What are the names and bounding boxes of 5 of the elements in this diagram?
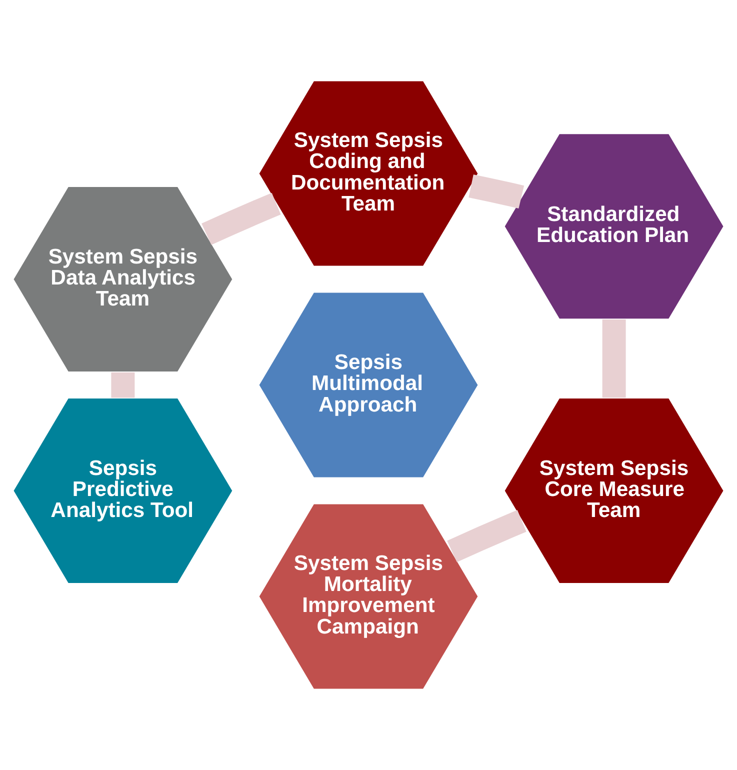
connector (111, 372, 135, 398)
connector (468, 174, 524, 209)
connector (447, 510, 526, 562)
connector (602, 319, 626, 398)
connector (202, 192, 281, 245)
